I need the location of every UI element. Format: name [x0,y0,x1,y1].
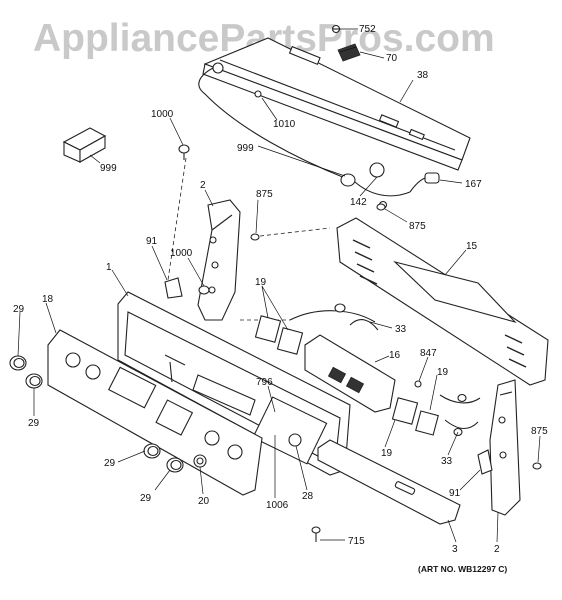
part-29-knobs [9,355,184,473]
callout-3: 3 [452,544,458,555]
callout-70: 70 [386,53,398,64]
callout-999-wire: 999 [237,143,254,154]
callout-33-lower: 33 [441,456,453,467]
callout-29-bottom: 29 [140,493,152,504]
callout-29-left: 29 [28,418,40,429]
callout-2-left: 2 [200,180,206,191]
callout-875-upper-right: 875 [409,221,426,232]
callout-91-right: 91 [449,488,461,499]
part-38-top-rail [198,37,471,171]
callout-15: 15 [466,241,478,252]
callout-18: 18 [42,294,54,305]
callout-20: 20 [198,496,210,507]
part-1000-grommet [178,144,190,160]
callout-167: 167 [465,179,482,190]
part-1010-screw [254,90,262,98]
callout-1006: 1006 [266,500,289,511]
callout-19-upper: 19 [255,277,267,288]
part-847-screw [414,380,422,388]
callout-38: 38 [417,70,429,81]
callout-847: 847 [420,348,437,359]
part-1-control-panel-frame [117,291,351,476]
callout-875-right: 875 [531,426,548,437]
part-18-bezel [47,329,263,496]
callout-29-mid: 29 [104,458,116,469]
callout-2-right: 2 [494,544,500,555]
callout-29-top: 29 [13,304,25,315]
callout-labels: 752 70 38 1000 1010 999 999 167 142 875 … [13,24,548,555]
part-715-screw [311,526,321,542]
callout-142: 142 [350,197,367,208]
callout-875-upper-left: 875 [256,189,273,200]
callout-19-lower: 19 [381,448,393,459]
part-3-trim-strip [317,439,461,525]
callout-715: 715 [348,536,365,547]
part-15-back-panel [336,217,549,386]
callout-19-right: 19 [437,367,449,378]
callout-1: 1 [106,262,112,273]
part-2-left-end-cap [197,199,241,321]
callout-796: 796 [256,377,273,388]
callout-1010: 1010 [273,119,296,130]
callout-16: 16 [389,350,401,361]
part-91-clip [164,277,210,299]
leader-lines [17,28,541,543]
part-33-wire-harness [289,303,481,437]
part-19-switches [254,315,439,436]
callout-33-upper: 33 [395,324,407,335]
alignment-lines [167,157,331,321]
callout-752: 752 [359,24,376,35]
part-999-box [62,127,107,163]
part-70-bracket [337,43,361,62]
part-20-ring [193,454,207,468]
callout-28: 28 [302,491,314,502]
part-752-screw [331,24,341,34]
callout-999-box: 999 [100,163,117,174]
callout-1000-lower: 1000 [170,248,193,259]
part-875-screws [250,203,542,470]
part-16-control-board [304,334,396,413]
art-number: (ART NO. WB12297 C) [418,564,507,574]
part-2-right-end-cap [477,379,521,516]
callout-91-left: 91 [146,236,158,247]
callout-1000-upper: 1000 [151,109,174,120]
